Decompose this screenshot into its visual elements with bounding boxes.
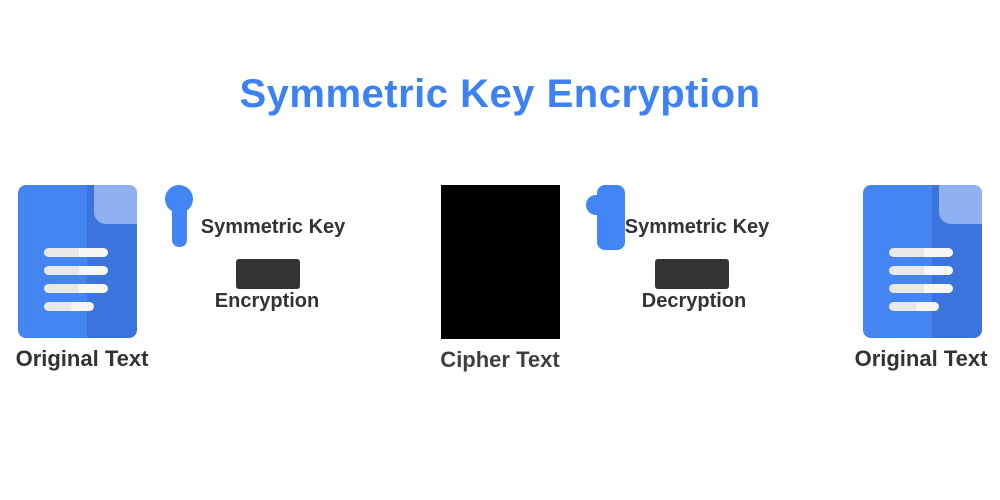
document-fold-corner-icon: [94, 185, 137, 224]
encryption-key-label: Symmetric Key: [200, 216, 346, 238]
document-page: [18, 185, 137, 338]
document-text-line: [889, 302, 939, 311]
decryption-key-label: Symmetric Key: [624, 216, 770, 238]
document-text-line: [44, 302, 94, 311]
document-fold-corner-icon: [939, 185, 982, 224]
diagram-title: Symmetric Key Encryption: [239, 72, 761, 116]
encryption-label: Encryption: [214, 290, 320, 312]
key-stem-icon: [172, 207, 187, 247]
document-text-line: [889, 284, 953, 293]
encryption-key-icon: [165, 185, 193, 247]
source-document-icon: [18, 185, 137, 338]
document-text-line: [889, 248, 953, 257]
key-stem-icon: [597, 185, 625, 250]
result-document-label: Original Text: [854, 346, 988, 371]
cipher-text-block: [441, 185, 560, 339]
encryption-process-block: [236, 259, 300, 289]
document-page: [863, 185, 982, 338]
decryption-label: Decryption: [641, 290, 747, 312]
document-text-line: [44, 266, 108, 275]
document-text-line: [44, 248, 108, 257]
document-text-line: [44, 284, 108, 293]
decryption-process-block: [655, 259, 729, 289]
decryption-key-icon: [586, 185, 625, 250]
source-document-label: Original Text: [15, 346, 149, 371]
cipher-text-label: Cipher Text: [440, 347, 560, 372]
result-document-icon: [863, 185, 982, 338]
document-text-line: [889, 266, 953, 275]
